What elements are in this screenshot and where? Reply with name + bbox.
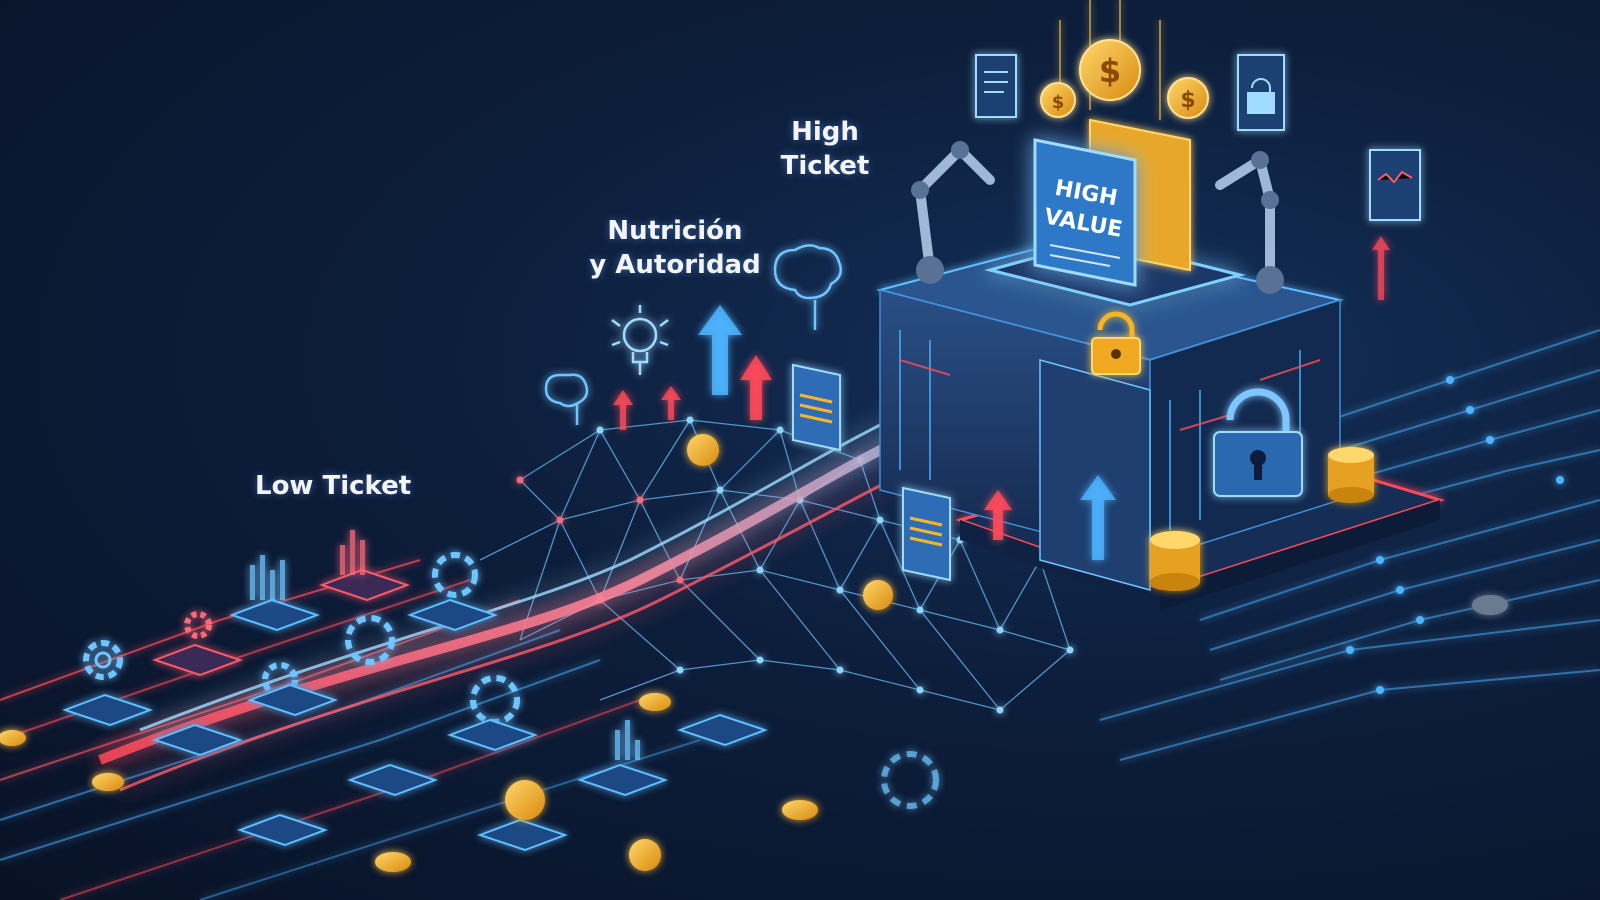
- circuit-traces-left: [0, 559, 701, 900]
- document-icon: [975, 54, 1421, 221]
- arrow-up-icon: [613, 236, 1390, 560]
- coin-icon: [1040, 82, 1076, 118]
- high-ticket-label: High Ticket: [770, 116, 880, 184]
- circuit-nodes-right: [1346, 376, 1564, 694]
- coin-icon: [0, 730, 26, 746]
- high-label-line1: High: [791, 117, 859, 147]
- lock-icon: [1237, 54, 1285, 131]
- low-ticket-label: Low Ticket: [255, 471, 412, 501]
- network-mesh: [479, 419, 1071, 711]
- coin-icon: [782, 800, 818, 820]
- coin-stack: [1150, 447, 1374, 591]
- lock-icon: [1091, 311, 1141, 375]
- lightbulb-icon: [611, 305, 669, 375]
- robot-arm-icon: [914, 142, 1275, 285]
- coin-symbol: $: [1099, 52, 1121, 90]
- high-value-card: HIGH VALUE: [1033, 118, 1191, 287]
- coin-icon: [505, 780, 545, 820]
- bar-chart-icon: [250, 530, 640, 760]
- coin-icon: [863, 580, 893, 610]
- coin-icon: [92, 773, 124, 791]
- nutrition-label-line1: Nutrición: [607, 216, 743, 246]
- coin-symbol: $: [1180, 88, 1195, 113]
- nutrition-label-line2: y Autoridad: [589, 249, 761, 280]
- coin-symbol: $: [1052, 92, 1065, 113]
- document-icon: [792, 363, 951, 582]
- lock-icon: [1213, 388, 1303, 497]
- coin-icon: [687, 434, 719, 466]
- coin-icon: [1167, 77, 1209, 119]
- coin-icon: [1079, 39, 1141, 101]
- nutrition-authority-label: Nutrición y Autoridad: [570, 215, 780, 283]
- falling-coins: [1040, 39, 1209, 119]
- coin-icon: [639, 693, 671, 711]
- coin-icon: [629, 839, 661, 871]
- brain-icon: [544, 244, 842, 425]
- robot-arm-joints: [911, 141, 1284, 294]
- high-label-line2: Ticket: [780, 150, 870, 181]
- coin-icon: [375, 852, 411, 872]
- pedestal-blocks: [62, 568, 768, 852]
- coin-icon: [1472, 595, 1508, 615]
- gear-icon: [83, 552, 939, 809]
- loose-coins: [0, 434, 1508, 872]
